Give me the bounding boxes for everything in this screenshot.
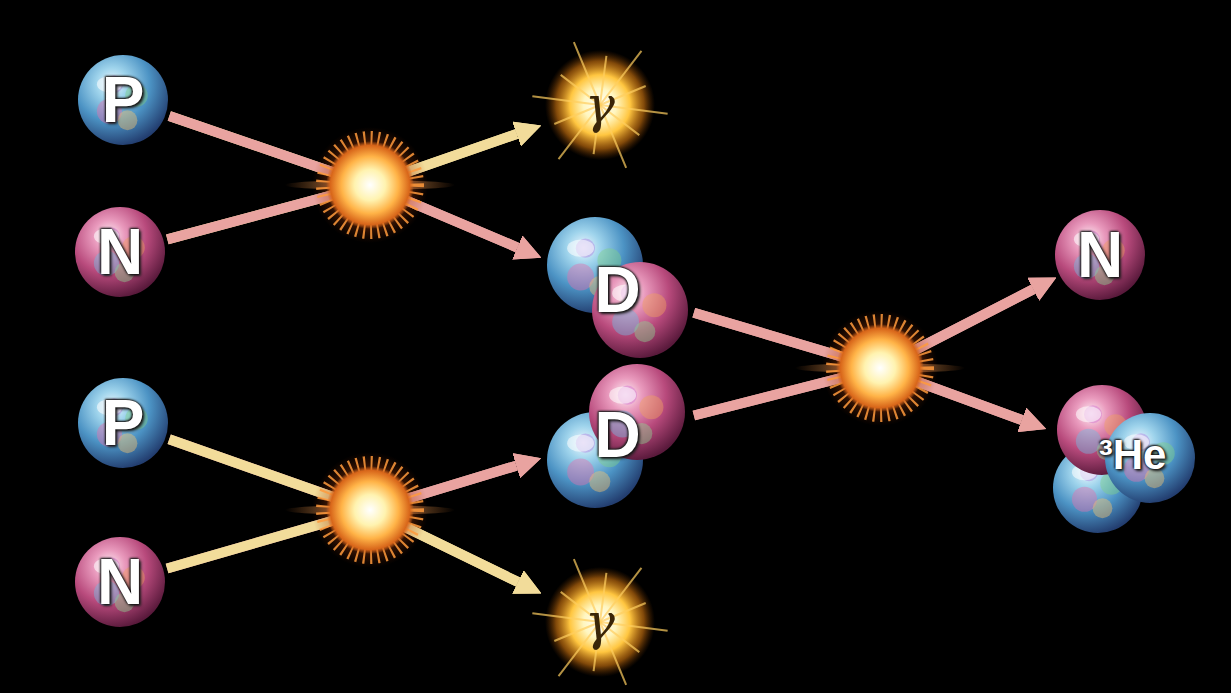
particle-label: N (97, 550, 143, 614)
gamma-symbol: γ (585, 80, 615, 130)
gamma-symbol: γ (585, 597, 615, 647)
particle-node: N (75, 537, 165, 627)
particle-node: P (78, 55, 168, 145)
particle-node: N (75, 207, 165, 297)
particle-label: N (1077, 223, 1123, 287)
particle-label: ³He (1099, 434, 1167, 476)
collision-burst (285, 127, 455, 243)
collision-burst (285, 452, 455, 568)
particle-label: D (594, 403, 640, 467)
gamma-ray: γ (545, 50, 655, 160)
particle-label: P (102, 68, 145, 132)
particle-node: D (545, 215, 690, 365)
particle-node: ³He (1050, 380, 1185, 530)
collision-burst (795, 310, 965, 426)
particle-node: N (1055, 210, 1145, 300)
particle-label: P (102, 391, 145, 455)
gamma-ray: γ (545, 567, 655, 677)
particle-label: D (594, 258, 640, 322)
particle-node: D (545, 360, 690, 510)
particle-label: N (97, 220, 143, 284)
particle-node: P (78, 378, 168, 468)
